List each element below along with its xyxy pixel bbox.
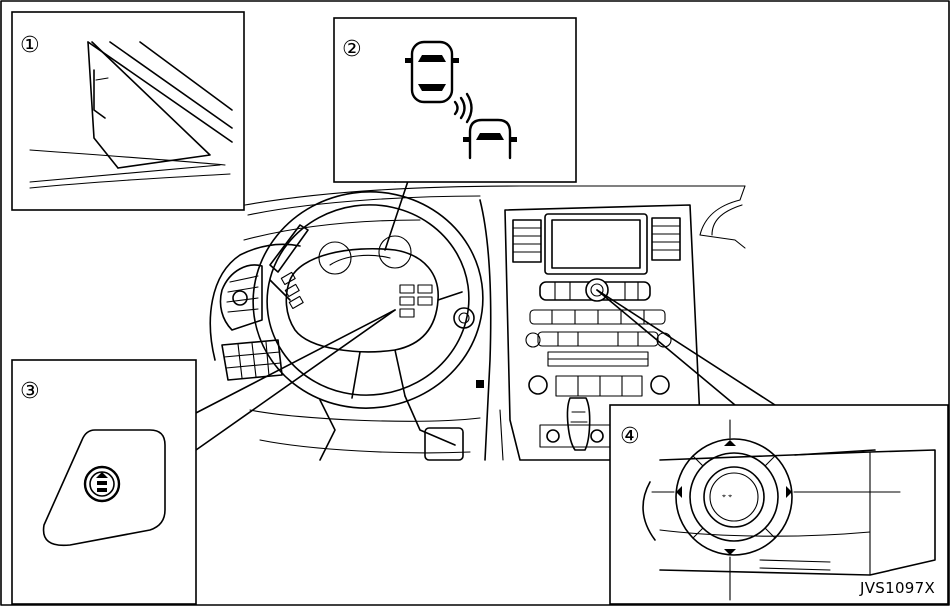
callout-1: ① (20, 33, 40, 58)
leader-lines (191, 167, 776, 451)
inset-2-blind-spot-display: ② (333, 17, 577, 183)
approaching-vehicle-icon (463, 118, 517, 160)
own-vehicle-icon (405, 40, 459, 104)
figure-code: JVS1097X (859, 579, 935, 597)
detection-waves-icon (453, 92, 473, 124)
center-vent-left (512, 219, 542, 263)
svg-text:⌖ ⌖: ⌖ ⌖ (722, 492, 732, 500)
callout-4: ④ (620, 424, 640, 449)
controller-dial: ⌖ ⌖ (675, 438, 793, 556)
left-switch-panel (221, 339, 283, 381)
gear-shifter (539, 397, 611, 451)
center-display (544, 213, 648, 275)
center-controller-row (539, 278, 651, 302)
inset-3-bsw-switch: ③ (11, 359, 197, 605)
steering-right-buttons (399, 284, 433, 318)
callout-2: ② (342, 37, 362, 62)
steering-left-buttons (269, 224, 309, 310)
callout-3: ③ (20, 379, 40, 404)
left-air-vent (219, 264, 263, 331)
center-vent-right (651, 217, 681, 261)
inset-4-multi-function-controller: ④ ⌖ ⌖ (609, 404, 949, 605)
steering-wheel (252, 191, 484, 409)
bsw-switch-button (83, 465, 121, 503)
inset-1-side-mirror-indicator: ① (11, 11, 245, 211)
center-button-rows (525, 309, 672, 397)
